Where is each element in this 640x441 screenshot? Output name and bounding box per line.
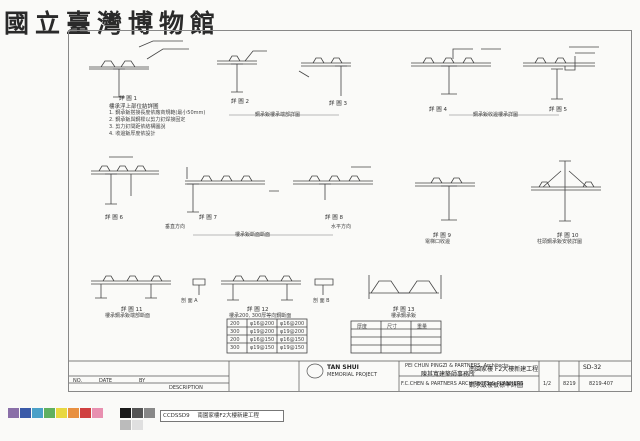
swatch-8	[92, 408, 103, 418]
detail-3-drawing	[298, 57, 351, 96]
detail-3-label: 詳 圖 3	[329, 101, 347, 107]
swatch-5	[56, 408, 67, 418]
scale: 1/2	[543, 381, 552, 387]
swatch-9	[120, 408, 131, 418]
firm-english: PEI CHUN PINGZI & PARTNERS, Architects	[405, 363, 509, 369]
detail-2-drawing	[217, 50, 267, 93]
note-line-3: 3. 剪力釘間距依結構圖說	[109, 124, 166, 130]
project-name: 南園家樓 F2大樓新建工程	[469, 366, 539, 373]
horizontal-direction-caption: 水平方向	[331, 224, 352, 230]
detail-6-drawing	[91, 156, 159, 205]
swatch-2	[20, 408, 31, 418]
row1-right-caption: 鋼承鈑收邊樓承詳圖	[473, 112, 519, 118]
detail-9-label: 詳 圖 9	[433, 233, 451, 239]
table13-header: 尺寸	[387, 324, 398, 330]
logo-name: TAN SHUI	[327, 364, 359, 371]
detail-9-drawing	[415, 177, 475, 221]
row2-caption: 樓承鈑斷面斷面	[235, 232, 271, 238]
swatch-12	[120, 420, 131, 430]
swatch-1	[8, 408, 19, 418]
drawing-title: 鋼承鈑樓板標準詳圖	[469, 382, 524, 389]
detail-6-label: 詳 圖 6	[105, 215, 123, 221]
logo-sub: MEMORIAL PROJECT	[327, 372, 378, 378]
table12-cell: φ16@150	[250, 337, 275, 343]
detail-4-label: 詳 圖 4	[429, 107, 447, 113]
detail-8-drawing	[293, 166, 373, 200]
museum-title: 國立臺灣博物館	[4, 9, 222, 38]
sheet-number: SD-32	[583, 364, 602, 371]
rev-label-date: DATE	[99, 378, 113, 384]
detail-7-label: 詳 圖 7	[199, 215, 217, 221]
table12-cell: φ16@200	[280, 321, 305, 327]
swatch-3	[32, 408, 43, 418]
table12-cell: 200	[230, 321, 240, 327]
firm-chinese: 陳其寬建築師事務所	[421, 371, 476, 378]
table13-header: 重量	[417, 324, 428, 330]
description-label: DESCRIPTION	[169, 385, 203, 391]
detail-8-label: 詳 圖 8	[325, 215, 343, 221]
detail-4-drawing	[411, 48, 501, 95]
code-1: 8219	[563, 381, 576, 387]
detail-1-caption: 樓承浮上部位結詳圖	[109, 104, 159, 110]
detail-11-caption: 樓承鋼承鈑端部斷面	[105, 313, 151, 319]
detail-9-caption: 電梯口收邊	[425, 239, 451, 245]
scan-label: CCDSSD9 南園家樓F2大樓新建工程	[160, 410, 284, 422]
row1-left-caption: 鋼承鈑樓承端部詳圖	[255, 112, 301, 118]
detail-2-label: 詳 圖 2	[231, 99, 249, 105]
rev-label-by: BY	[139, 378, 146, 384]
section-a-drawing	[192, 278, 206, 295]
swatch-10	[132, 408, 143, 418]
code-2: 8219-407	[589, 381, 614, 387]
detail-1-drawing	[89, 40, 189, 98]
detail-12-label: 詳 圖 12	[247, 307, 269, 313]
swatch-13	[132, 420, 143, 430]
swatch-11	[144, 408, 155, 418]
scan-project: 南園家樓F2大樓新建工程	[197, 413, 260, 419]
title-block-frame	[69, 360, 631, 391]
table12-cell: φ16@200	[250, 321, 275, 327]
swatch-4	[44, 408, 55, 418]
section-b-caption: 剖 面 B	[313, 298, 330, 304]
table13-header: 厚度	[357, 324, 368, 330]
note-line-4: 4. 收邊鈑厚度依設計	[109, 131, 156, 137]
detail-13-caption: 樓承鋼承鈑	[391, 313, 417, 319]
detail-10-drawing	[531, 160, 601, 222]
drawing-graphics	[69, 40, 631, 391]
vertical-direction-caption: 垂直方向	[165, 224, 186, 230]
detail-12-drawing	[221, 275, 301, 301]
table12-cell: 200	[230, 337, 240, 343]
detail-1-label: 詳 圖 1	[119, 96, 137, 102]
detail-10-caption: 柱頭鋼承鈑安裝詳圖	[537, 239, 583, 245]
detail-10-label: 詳 圖 10	[557, 233, 579, 239]
firm-sub: F.C.CHEN & PARTNERS ARCHITECTS & PLANNER…	[401, 381, 524, 387]
swatch-6	[68, 408, 79, 418]
table12-cell: φ19@200	[280, 329, 305, 335]
table12-cell: φ19@200	[250, 329, 275, 335]
table12-cell: 300	[230, 345, 240, 351]
detail-11-label: 詳 圖 11	[121, 307, 143, 313]
drawing-sheet: 詳 圖 1 樓承浮上部位結詳圖 1. 鋼承鈑搭接長度依廠商規範(最小50mm) …	[68, 30, 632, 392]
table-13-grid	[350, 320, 442, 354]
section-a-caption: 剖 面 A	[181, 298, 198, 304]
swatch-7	[80, 408, 91, 418]
detail-5-drawing	[523, 46, 599, 100]
detail-13-drawing	[368, 275, 442, 299]
detail-12-caption: 樓承200, 300厚等向鋼斷面	[229, 313, 292, 319]
table12-cell: φ19@150	[280, 345, 305, 351]
table12-cell: 300	[230, 329, 240, 335]
note-line-1: 1. 鋼承鈑搭接長度依廠商規範(最小50mm)	[109, 110, 206, 116]
detail-5-label: 詳 圖 5	[549, 107, 567, 113]
table12-cell: φ16@150	[280, 337, 305, 343]
section-b-drawing	[314, 278, 334, 295]
detail-11-drawing	[91, 275, 171, 299]
table12-cell: φ19@150	[250, 345, 275, 351]
table-12-grid	[226, 318, 308, 354]
note-line-2: 2. 鋼承鈑與鋼樑以剪力釘焊接固定	[109, 117, 186, 123]
scan-code: CCDSSD9	[163, 413, 190, 419]
detail-13-label: 詳 圖 13	[393, 307, 415, 313]
detail-7-drawing	[185, 167, 279, 213]
rev-label-no: NO.	[73, 378, 83, 384]
